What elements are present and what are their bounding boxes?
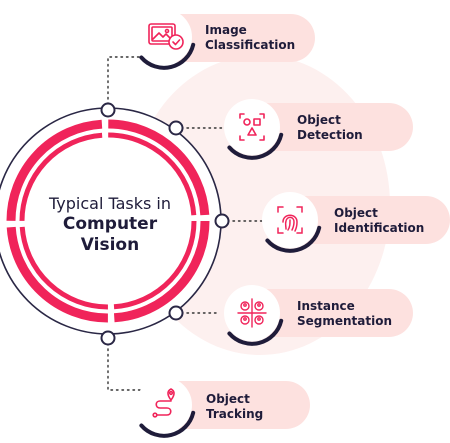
task-label-line1: Object (206, 392, 250, 406)
task-label-line1: Object (334, 206, 378, 220)
center-title-line2: Computer (62, 214, 158, 234)
image-check-icon (148, 23, 184, 50)
task-label-object-detection: Object Detection (297, 113, 363, 143)
center-title-line1: Typical Tasks in (48, 194, 172, 213)
center-title: Typical Tasks in Computer Vision (20, 193, 200, 256)
task-object-identification (262, 192, 450, 253)
task-label-line2: Identification (334, 221, 425, 235)
task-label-line1: Image (205, 23, 247, 37)
task-label-line1: Instance (297, 299, 355, 313)
ring-nodes (100, 102, 230, 346)
task-label-line2: Tracking (206, 407, 264, 421)
center-title-line3: Vision (80, 235, 140, 255)
task-label-object-tracking: Object Tracking (206, 392, 263, 422)
central-ring (0, 107, 222, 335)
task-label-line1: Object (297, 113, 341, 127)
segmentation-grid-icon (237, 298, 267, 328)
task-label-line2: Segmentation (297, 314, 393, 328)
task-label-line2: Classification (205, 38, 296, 52)
task-object-tracking (136, 377, 310, 438)
task-label-image-classification: Image Classification (205, 23, 295, 53)
task-instance-segmentation (224, 285, 413, 346)
route-pin-icon (152, 388, 175, 418)
fingerprint-icon (277, 206, 303, 234)
task-image-classification (136, 9, 315, 70)
task-label-instance-segmentation: Instance Segmentation (297, 299, 392, 329)
task-object-detection (224, 99, 413, 160)
task-label-line2: Detection (297, 128, 363, 142)
object-detection-icon (239, 113, 265, 141)
task-label-object-identification: Object Identification (334, 206, 424, 236)
